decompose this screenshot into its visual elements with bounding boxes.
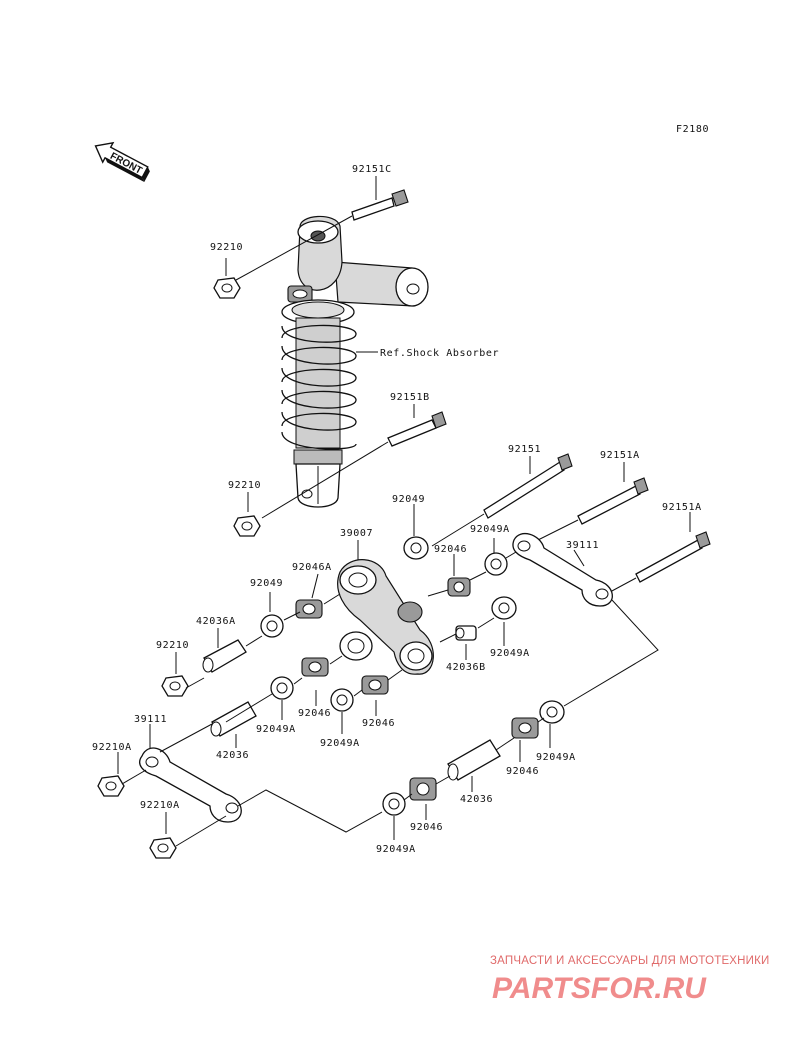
needle-bearing-92046-mid	[301, 657, 329, 706]
collar-42036B	[455, 625, 477, 660]
label-92046-bottom: 92046	[410, 822, 443, 833]
label-39111-left: 39111	[134, 714, 167, 725]
label-92210-mid: 92210	[228, 480, 261, 491]
washer-92049A-mid	[491, 596, 517, 646]
bolt-92151	[431, 453, 573, 547]
collar-42036-bottom	[447, 739, 501, 792]
rocker-arm-39007	[337, 540, 434, 675]
assembly-lines	[121, 551, 659, 847]
shock-absorber	[281, 215, 429, 508]
nut-92210A-1	[97, 752, 125, 797]
bolt-92151C	[235, 176, 409, 281]
label-92151: 92151	[508, 444, 541, 455]
label-92046-top: 92046	[434, 544, 467, 555]
label-92046-mid: 92046	[298, 708, 331, 719]
label-92210-left: 92210	[156, 640, 189, 651]
label-ref-shock-absorber: Ref.Shock Absorber	[380, 348, 499, 359]
washer-92049A-right	[539, 700, 565, 748]
watermark: ЗАПЧАСТИ И АКСЕССУАРЫ ДЛЯ МОТОТЕХНИКИ PA…	[490, 955, 770, 1005]
label-92049-left: 92049	[250, 578, 283, 589]
label-92046-center: 92046	[362, 718, 395, 729]
tie-rod-39111-right	[512, 532, 613, 607]
label-39007: 39007	[340, 528, 373, 539]
label-42036B: 42036B	[446, 662, 486, 673]
watermark-tagline: ЗАПЧАСТИ И АКСЕССУАРЫ ДЛЯ МОТОТЕХНИКИ	[490, 955, 770, 967]
bolt-92151B	[261, 404, 447, 519]
bolt-92151A-upper	[533, 462, 649, 543]
watermark-logo: PARTSFOR.RU	[492, 972, 707, 1005]
label-92046A: 92046A	[292, 562, 332, 573]
label-92049A-center: 92049A	[320, 738, 360, 749]
figure-code: F2180	[676, 124, 709, 135]
nut-92210-left	[161, 652, 189, 697]
front-arrow-icon: FRONT	[94, 141, 150, 183]
label-92151C: 92151C	[352, 164, 392, 175]
label-92151B: 92151B	[390, 392, 430, 403]
label-92049-top: 92049	[392, 494, 425, 505]
needle-bearing-92046-right	[511, 717, 539, 762]
bolt-92151A-lower	[609, 512, 711, 593]
washer-92049A-top	[484, 538, 508, 576]
needle-bearing-92046-bottom	[409, 777, 437, 820]
label-92210-top: 92210	[210, 242, 243, 253]
label-42036-bottom: 42036	[460, 794, 493, 805]
needle-bearing-92046A	[295, 573, 323, 619]
collar-42036-left	[210, 701, 257, 748]
label-92210A-2: 92210A	[140, 800, 180, 811]
label-92151A-1: 92151A	[600, 450, 640, 461]
label-92049A-mid: 92049A	[490, 648, 530, 659]
washer-92049-left	[260, 592, 284, 638]
tie-rod-39111-left	[139, 724, 242, 823]
nut-92210-top	[213, 258, 241, 299]
needle-bearing-92046-top	[447, 554, 471, 597]
label-92210A-1: 92210A	[92, 742, 132, 753]
label-39111-right: 39111	[566, 540, 599, 551]
label-92049A-bottom: 92049A	[376, 844, 416, 855]
nut-92210-mid	[233, 492, 261, 537]
washer-92049A-bottom	[382, 792, 406, 840]
label-92046-right: 92046	[506, 766, 539, 777]
label-92151A-2: 92151A	[662, 502, 702, 513]
label-92049A-top: 92049A	[470, 524, 510, 535]
label-92049A-left: 92049A	[256, 724, 296, 735]
washer-92049A-left	[270, 676, 294, 720]
label-42036-left: 42036	[216, 750, 249, 761]
label-92049A-right: 92049A	[536, 752, 576, 763]
label-42036A: 42036A	[196, 616, 236, 627]
collar-42036A	[202, 628, 247, 673]
washer-92049-top	[403, 504, 429, 560]
washer-92049A-center	[330, 688, 354, 734]
needle-bearing-92046-center	[361, 675, 389, 716]
part-labels: 92151C 92210 Ref.Shock Absorber 92151B 9…	[92, 164, 702, 855]
nut-92210A-2	[149, 812, 177, 859]
